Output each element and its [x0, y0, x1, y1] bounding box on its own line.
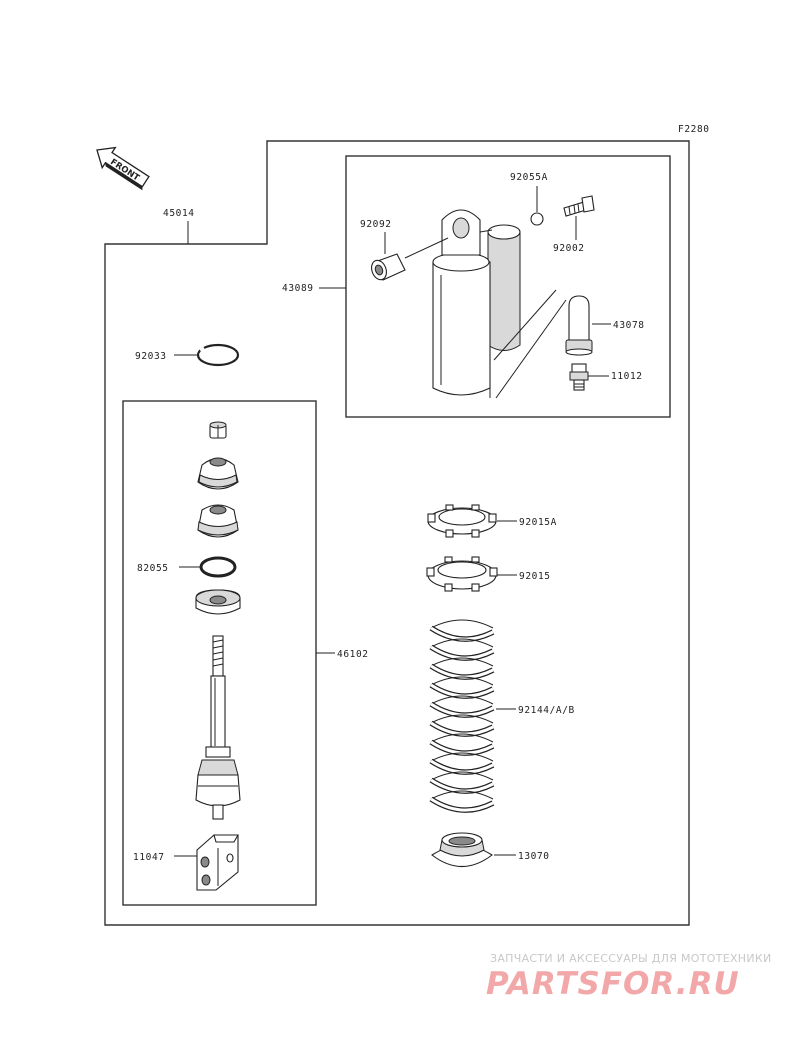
piston-rod-part — [195, 635, 241, 820]
adjust-nut-part — [426, 556, 498, 592]
spring-seat-part — [431, 832, 493, 867]
reservoir-cap-part — [565, 295, 593, 356]
locknut-part — [427, 504, 497, 538]
label-circlip: 92033 — [135, 351, 167, 362]
label-rod-assembly: 46102 — [337, 649, 369, 660]
bushing-part — [371, 253, 406, 281]
front-arrow-icon: FRONT — [96, 146, 150, 191]
bump-rubber-lower-part — [197, 504, 239, 538]
label-clevis: 11047 — [133, 852, 165, 863]
label-adjust-nut: 92015 — [519, 571, 551, 582]
shock-body-box — [345, 155, 671, 418]
bleed-bolt-part — [563, 195, 595, 217]
label-assembly: 45014 — [163, 208, 195, 219]
seal-housing-part — [195, 589, 241, 615]
label-spring-seat: 13070 — [518, 851, 550, 862]
label-oring: 82055 — [137, 563, 169, 574]
valve-part — [569, 363, 589, 391]
label-shock-body: 43089 — [282, 283, 314, 294]
label-bleed-bolt: 92002 — [553, 243, 585, 254]
oring-small-part — [530, 212, 544, 226]
rod-nut-part — [209, 421, 227, 439]
shock-body-part — [432, 209, 567, 399]
label-spring: 92144/A/B — [518, 705, 575, 716]
watermark-tagline: ЗАПЧАСТИ И АКСЕССУАРЫ ДЛЯ МОТОТЕХНИКИ — [490, 952, 772, 965]
spring-part — [429, 619, 495, 813]
watermark-logo: PARTSFOR.RU — [486, 966, 740, 1002]
clevis-part — [196, 834, 239, 891]
outer-frame — [104, 140, 690, 926]
label-bushing: 92092 — [360, 219, 392, 230]
label-locknut: 92015A — [519, 517, 557, 528]
bump-rubber-upper-part — [197, 457, 239, 490]
label-reservoir-cap: 43078 — [613, 320, 645, 331]
label-oring-small: 92055A — [510, 172, 548, 183]
circlip-part — [196, 343, 240, 367]
diagram-code: F2280 — [678, 124, 710, 135]
oring-part — [199, 556, 237, 578]
label-valve: 11012 — [611, 371, 643, 382]
